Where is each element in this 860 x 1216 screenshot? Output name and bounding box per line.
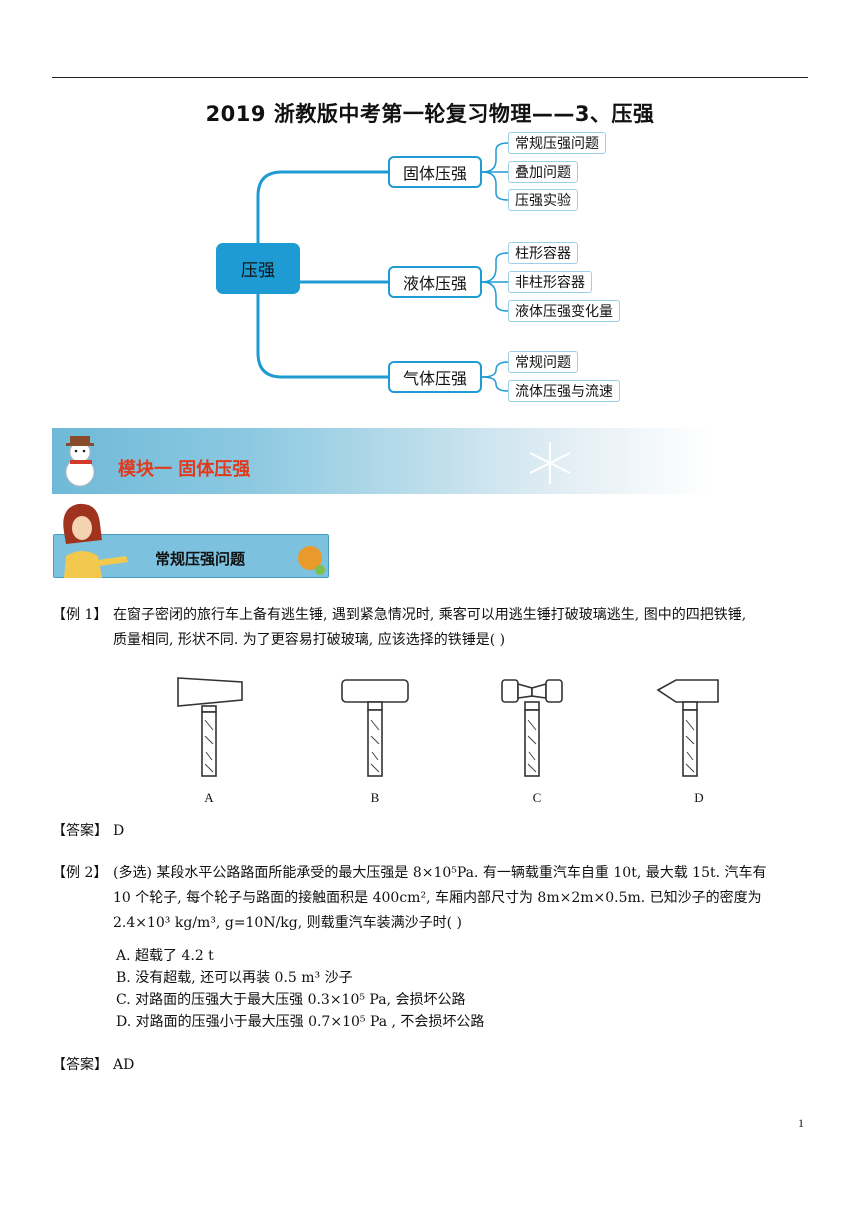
section-title: 常规压强问题 — [155, 550, 246, 568]
mindmap-leaf: 叠加问题 — [508, 161, 578, 183]
mindmap-root: 压强 — [216, 243, 300, 294]
example2-line3: 2.4×10³ kg/m³, g=10N/kg, 则载重汽车装满沙子时( ) — [113, 915, 463, 931]
example2-line2: 10 个轮子, 每个轮子与路面的接触面积是 400cm², 车厢内部尺寸为 8m… — [113, 890, 762, 906]
example2-answer: AD — [113, 1057, 135, 1073]
mindmap-leaf: 压强实验 — [508, 189, 578, 211]
mindmap-leaf: 柱形容器 — [508, 242, 578, 264]
hammer-label-a: A — [204, 790, 214, 805]
header-rule — [52, 77, 808, 78]
cartoon-girl-icon — [63, 503, 128, 578]
mindmap-branch-gas: 气体压强 — [388, 361, 482, 393]
hammer-label-d: D — [694, 790, 704, 805]
page-title: 2019 浙教版中考第一轮复习物理——3、压强 — [205, 102, 655, 126]
example2-option-b: B. 没有超载, 还可以再装 0.5 m³ 沙子 — [116, 970, 353, 986]
snowflake-icon — [529, 442, 571, 484]
example1-answer-label: 【答案】 — [52, 823, 108, 839]
mindmap-branch-liquid: 液体压强 — [388, 266, 482, 298]
example2-option-c: C. 对路面的压强大于最大压强 0.3×10⁵ Pa, 会损坏公路 — [116, 992, 466, 1008]
example1-answer: D — [113, 823, 125, 839]
page-number: 1 — [798, 1116, 804, 1130]
module-title: 模块一 固体压强 — [118, 459, 251, 480]
mindmap-leaf: 流体压强与流速 — [508, 380, 620, 402]
mindmap-branch-solid: 固体压强 — [388, 156, 482, 188]
hammers-figure — [177, 677, 719, 777]
ornament-icon — [298, 546, 325, 575]
module-banner — [52, 428, 712, 494]
example2-option-d: D. 对路面的压强小于最大压强 0.7×10⁵ Pa , 不会损坏公路 — [116, 1014, 485, 1030]
snowman-icon — [65, 436, 95, 487]
example1-line1: 在窗子密闭的旅行车上备有逃生锤, 遇到紧急情况时, 乘客可以用逃生锤打破玻璃逃生… — [113, 607, 747, 623]
mindmap-connectors — [256, 142, 509, 392]
mindmap-leaf: 常规压强问题 — [508, 132, 606, 154]
example1-line2: 质量相同, 形状不同. 为了更容易打破玻璃, 应该选择的铁锤是( ) — [113, 632, 506, 648]
example2-label: 【例 2】 — [52, 865, 108, 881]
example2-option-a: A. 超载了 4.2 t — [116, 948, 214, 964]
mindmap-leaf: 液体压强变化量 — [508, 300, 620, 322]
hammer-label-c: C — [532, 790, 542, 805]
mindmap-leaf: 非柱形容器 — [508, 271, 592, 293]
example2-answer-label: 【答案】 — [52, 1057, 108, 1073]
hammer-label-b: B — [370, 790, 380, 805]
example2-line1: (多选) 某段水平公路路面所能承受的最大压强是 8×10⁵Pa. 有一辆载重汽车… — [113, 865, 767, 881]
mindmap-leaf: 常规问题 — [508, 351, 578, 373]
example1-label: 【例 1】 — [52, 607, 108, 623]
